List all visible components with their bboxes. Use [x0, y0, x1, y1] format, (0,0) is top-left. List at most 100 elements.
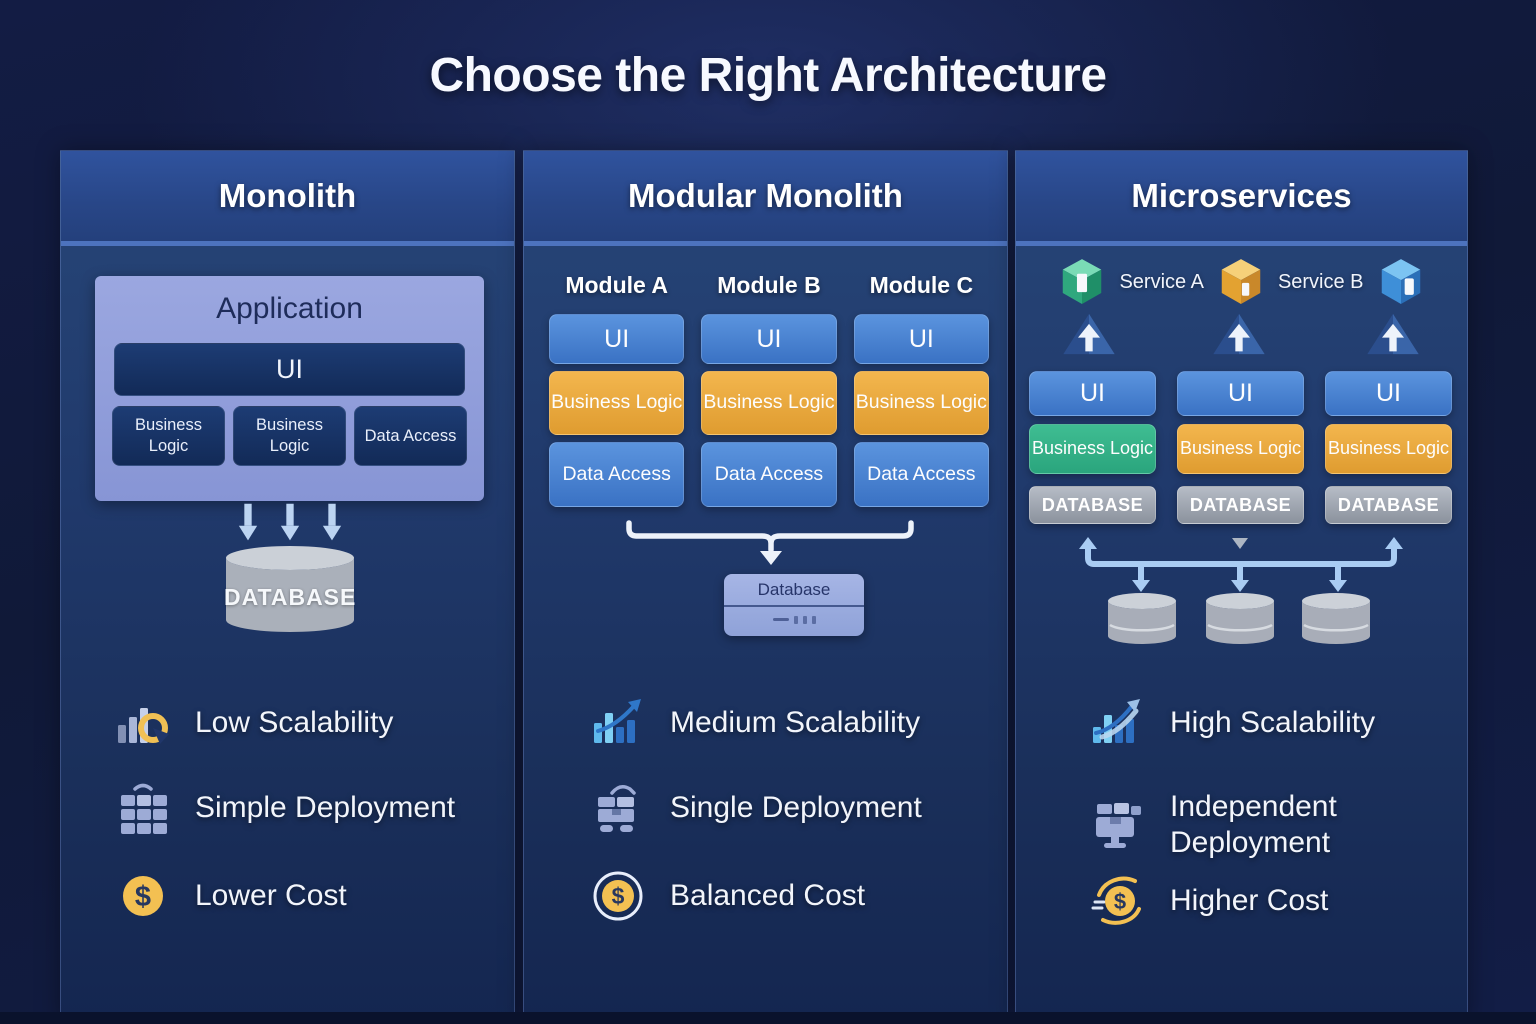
monolith-body: Application UI Business Logic Business L… [61, 246, 514, 1015]
simple-deployment-icon [121, 783, 167, 834]
monolith-header-label: Monolith [218, 177, 357, 214]
green-cube-icon [1063, 259, 1102, 304]
service-ui-box: UI [1029, 371, 1156, 416]
monolith-data-access-box: Data Access [354, 406, 467, 466]
feature-label: High Scalability [1170, 706, 1376, 739]
module-b: Module B UI Business Logic Data Access [701, 272, 837, 507]
up-arrow-icon [1367, 313, 1419, 355]
module-name: Module B [717, 272, 821, 298]
db-tick-mark [793, 615, 798, 624]
down-arrow-icon [280, 503, 300, 541]
application-box: Application UI Business Logic Business L… [95, 276, 484, 501]
application-title: Application [216, 292, 363, 325]
lower-cost-icon: $ [123, 876, 163, 916]
database-cylinder-icon [226, 546, 354, 632]
feature-label: Independent Deployment [1170, 790, 1337, 859]
db-detail-marks [724, 607, 864, 632]
feature-independent-deployment: Independent Deployment [1090, 789, 1395, 861]
module-ui-box: UI [549, 314, 685, 364]
monolith-ui-box: UI [114, 343, 465, 396]
feature-lower-cost: $ Lower Cost [115, 868, 347, 924]
module-a: Module A UI Business Logic Data Access [549, 272, 685, 507]
up-arrow-icon [1213, 313, 1265, 355]
feature-label: Lower Cost [195, 879, 347, 912]
module-business-logic-box: Business Logic [701, 371, 837, 435]
feature-single-deployment: Single Deployment [590, 780, 922, 836]
feature-simple-deployment: Simple Deployment [115, 780, 455, 836]
modular-monolith-header-label: Modular Monolith [628, 177, 903, 214]
module-data-access-box: Data Access [853, 442, 989, 507]
medium-scalability-icon [594, 699, 641, 743]
shared-database-label: Database [724, 574, 864, 607]
high-scalability-icon [1093, 699, 1140, 743]
microservices-header: Microservices [1016, 151, 1467, 246]
microservices-header-label: Microservices [1131, 177, 1352, 214]
monolith-business-logic-box: Business Logic [112, 406, 225, 466]
monolith-panel: Monolith Application UI Business Logic B… [60, 150, 515, 1024]
feature-label: Single Deployment [670, 791, 922, 824]
feature-higher-cost: $ Higher Cost [1090, 873, 1328, 929]
balanced-cost-icon: $ [593, 871, 643, 921]
page-title: Choose the Right Architecture [429, 49, 1107, 102]
database-label: DATABASE [224, 584, 357, 610]
module-c: Module C UI Business Logic Data Access [853, 272, 989, 507]
feature-balanced-cost: $ Balanced Cost [590, 868, 865, 924]
monolith-header: Monolith [61, 151, 514, 246]
feature-high-scalability: High Scalability [1090, 695, 1375, 751]
db-tick-mark [802, 615, 807, 624]
svg-text:$: $ [135, 881, 151, 913]
database-cylinder-icon [1108, 593, 1176, 644]
converging-bracket-arrow [626, 520, 914, 565]
blue-cube-icon [1381, 259, 1420, 304]
db-dash-mark [772, 618, 789, 621]
service-stack: UI Business Logic DATABASE [1325, 371, 1452, 524]
feature-label: Balanced Cost [670, 879, 866, 912]
service-ui-box: UI [1325, 371, 1452, 416]
modules-row: Module A UI Business Logic Data Access M… [549, 272, 989, 507]
independent-deployment-icon [1096, 803, 1141, 848]
feature-label: Simple Deployment [195, 791, 456, 824]
svg-text:$: $ [612, 883, 625, 909]
service-stack: UI Business Logic DATABASE [1029, 371, 1156, 524]
down-arrow-icon [238, 503, 258, 541]
database-cylinder: DATABASE [224, 544, 356, 636]
module-business-logic-box: Business Logic [549, 371, 685, 435]
service-database-box: DATABASE [1177, 486, 1304, 524]
service-up-arrows [1016, 312, 1467, 356]
module-business-logic-box: Business Logic [853, 371, 989, 435]
module-data-access-box: Data Access [701, 442, 837, 507]
database-cylinder-icon [1206, 593, 1274, 644]
service-business-logic-box: Business Logic [1325, 424, 1452, 474]
module-ui-box: UI [853, 314, 989, 364]
microservices-panel: Microservices Service A Service B [1015, 150, 1468, 1024]
feature-low-scalability: Low Scalability [115, 695, 393, 751]
feature-label: Higher Cost [1170, 884, 1329, 917]
feature-medium-scalability: Medium Scalability [590, 695, 920, 751]
module-ui-box: UI [701, 314, 837, 364]
service-database-box: DATABASE [1325, 486, 1452, 524]
feature-label: Low Scalability [195, 706, 394, 739]
feature-label: Medium Scalability [670, 706, 921, 739]
monolith-inner-row: Business Logic Business Logic Data Acces… [112, 406, 467, 466]
modular-monolith-panel: Modular Monolith Module A UI Business Lo… [523, 150, 1008, 1024]
services-row: Service A Service B [1016, 258, 1467, 306]
module-name: Module C [869, 272, 974, 298]
monolith-business-logic-box: Business Logic [233, 406, 346, 466]
database-connector-lines [1079, 537, 1403, 592]
microservices-body: Service A Service B [1016, 246, 1467, 1015]
single-deployment-icon [598, 785, 636, 832]
module-name: Module A [565, 272, 668, 298]
service-stack: UI Business Logic DATABASE [1177, 371, 1304, 524]
orange-cube-icon [1221, 259, 1261, 304]
service-business-logic-box: Business Logic [1029, 424, 1156, 474]
db-tick-mark [811, 615, 816, 624]
database-cylinder-icon [1302, 593, 1370, 644]
low-scalability-icon [118, 708, 169, 744]
module-data-access-box: Data Access [549, 442, 685, 507]
service-b-label: Service B [1277, 270, 1364, 293]
service-database-box: DATABASE [1029, 486, 1156, 524]
down-arrow-icon [322, 503, 342, 541]
service-business-logic-box: Business Logic [1177, 424, 1304, 474]
higher-cost-icon: $ [1091, 876, 1141, 925]
